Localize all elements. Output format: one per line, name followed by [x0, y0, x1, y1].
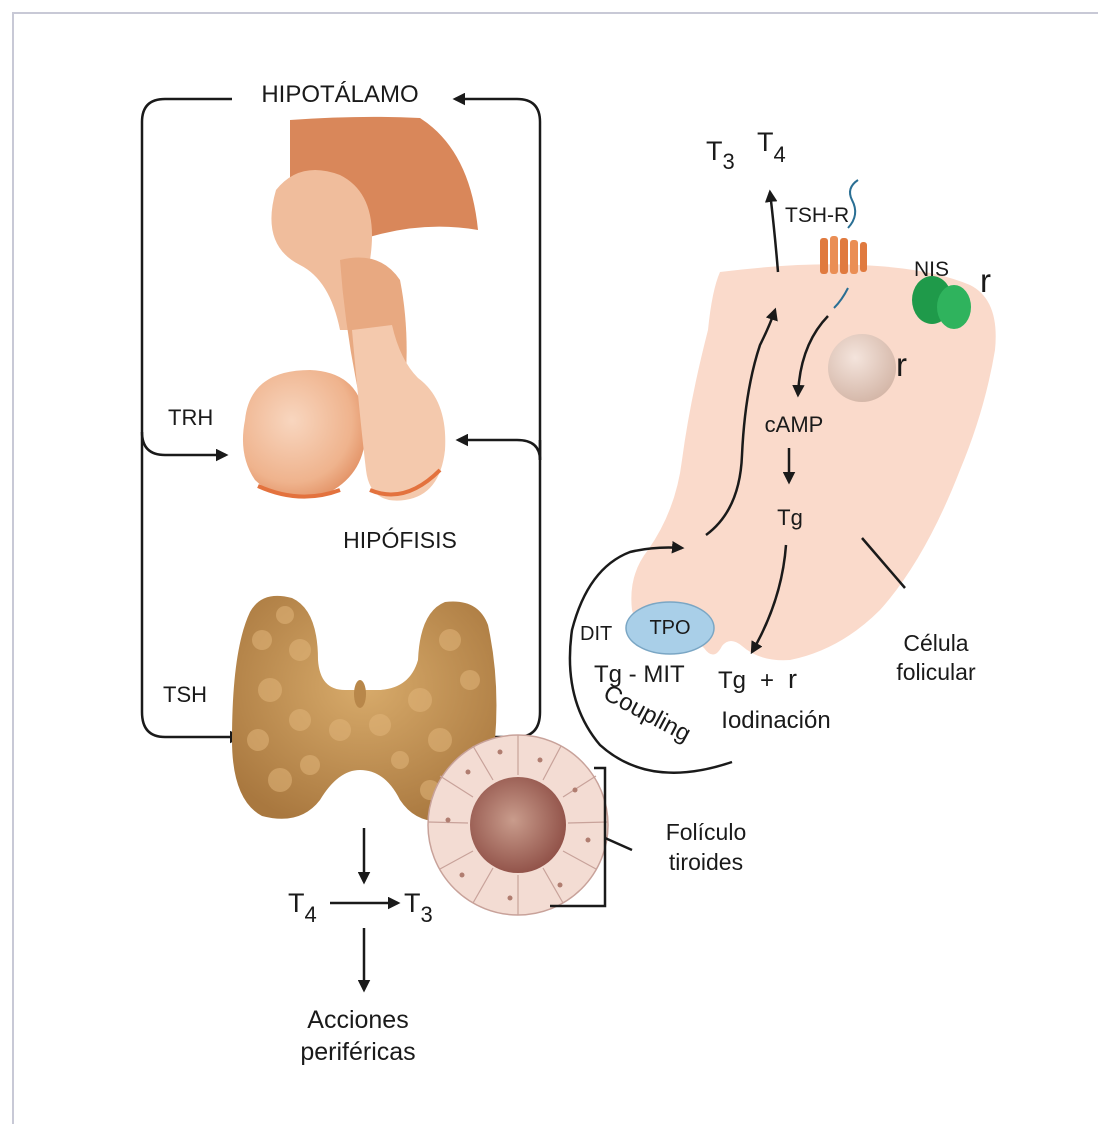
- hypothalamus-label: HIPOTÁLAMO: [261, 81, 418, 108]
- t4-bottom-label: T4: [288, 888, 317, 927]
- t4-top-label: T4: [757, 127, 786, 167]
- tsh-label: TSH: [163, 682, 207, 707]
- iodide-nis-label: r: [980, 262, 991, 299]
- peripheral-actions-line2: periféricas: [300, 1038, 415, 1066]
- follicle-label-line1: Folículo: [666, 819, 747, 845]
- iodination-label: Iodinación: [721, 707, 830, 734]
- peripheral-actions-line1: Acciones: [307, 1006, 408, 1034]
- tpo-label: TPO: [649, 617, 690, 639]
- tg-mit-label: Tg - MIT: [594, 661, 685, 688]
- follicle-label-line2: tiroides: [669, 849, 743, 875]
- tsh-receptor-label: TSH-R: [785, 204, 849, 227]
- follicular-cell-label-line1: Célula: [903, 630, 968, 656]
- coupling-label: Coupling: [599, 679, 695, 747]
- camp-label: cAMP: [765, 412, 824, 437]
- t3-top-label: T3: [706, 136, 735, 174]
- peripheral-arrows: [330, 828, 398, 990]
- follicular-cell-label-line2: folicular: [896, 659, 976, 685]
- follicle-illustration: [428, 735, 608, 915]
- trh-label: TRH: [168, 405, 213, 430]
- iodide-cell-label: r: [896, 346, 907, 383]
- pituitary-label: HIPÓFISIS: [343, 527, 457, 553]
- follicular-cell: [631, 264, 995, 660]
- tg-label: Tg: [777, 505, 803, 530]
- tg-iodide-label: Tg+r: [718, 664, 797, 694]
- pituitary-illustration: [243, 325, 445, 501]
- loop-right-top-line: [455, 99, 540, 460]
- hormone-release-arrow: [770, 192, 778, 272]
- dit-label: DIT: [580, 623, 612, 645]
- pituitary-feedback-arrow: [458, 440, 540, 460]
- nis-label: NIS: [914, 258, 949, 281]
- follicle-pointer: [605, 838, 632, 850]
- cell-nucleus: [828, 334, 896, 402]
- t3-bottom-label: T3: [404, 888, 433, 927]
- trh-arrow: [142, 432, 226, 455]
